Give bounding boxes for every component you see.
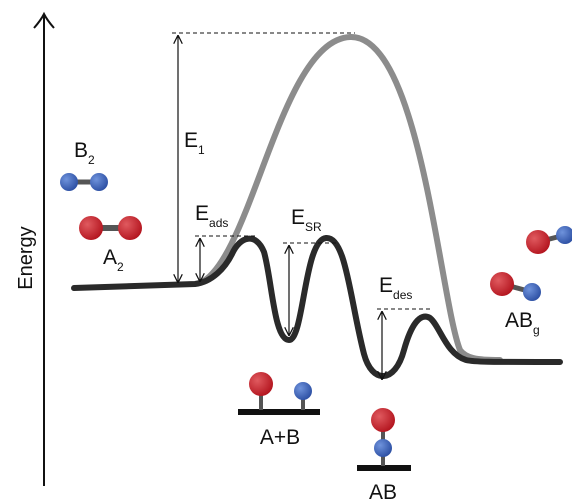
- catalyzed-reaction-curve: [71, 235, 563, 379]
- e1-label: E1: [184, 129, 205, 157]
- axis-arrowhead: [33, 11, 55, 29]
- ab-label: AB: [369, 481, 397, 503]
- a-plus-b-adsorbed: [238, 372, 320, 415]
- b2-label: B2: [74, 139, 95, 167]
- b2-molecule: [60, 173, 108, 191]
- ab-adsorbed: [357, 408, 411, 471]
- ab-gas-molecule-upper: [526, 226, 572, 254]
- a2-molecule: [79, 216, 142, 240]
- esr-label: ESR: [291, 206, 322, 234]
- energy-axis-label: Energy: [15, 226, 37, 289]
- edes-label: Edes: [379, 274, 412, 302]
- ab-gas-label: ABg: [505, 309, 540, 337]
- dashed-reference-lines: [172, 32, 430, 310]
- a-plus-b-label: A+B: [260, 426, 300, 449]
- uncatalyzed-reaction-curve: [197, 33, 503, 363]
- ab-gas-molecule-lower: [490, 272, 541, 301]
- a2-label: A2: [103, 246, 124, 274]
- energy-axis: Energy: [15, 11, 55, 486]
- barrier-arrows: [178, 36, 382, 379]
- eads-label: Eads: [195, 202, 228, 230]
